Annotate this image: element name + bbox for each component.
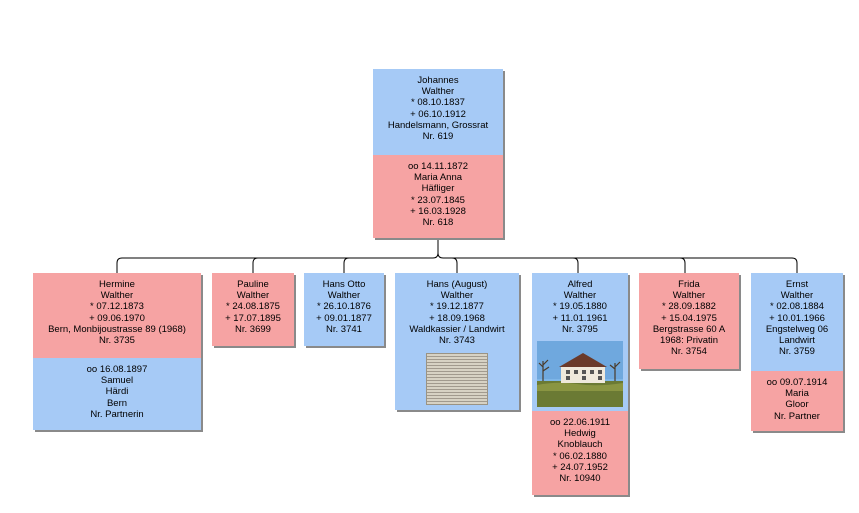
birth-date: * 19.12.1877 — [430, 301, 484, 313]
record-number: Nr. Partnerin — [90, 408, 144, 420]
occupation: Handelsmann, Grossrat — [387, 119, 489, 131]
record-number: Nr. 3735 — [99, 335, 135, 347]
surname: Walther — [672, 290, 706, 302]
given-name: Frida — [678, 279, 700, 290]
child-box-alfred[interactable]: Alfred Walther * 19.05.1880 + 11.01.1961… — [532, 273, 628, 411]
birth-date: * 08.10.1837 — [411, 97, 465, 109]
death-date: + 15.04.1975 — [661, 312, 717, 324]
given-name: Hedwig — [564, 428, 596, 440]
given-name: Pauline — [237, 279, 269, 290]
residence: Bern, Monbijoustrasse 89 (1968) — [48, 323, 186, 335]
birth-date: * 19.05.1880 — [553, 301, 607, 313]
record-number: Nr. 3795 — [562, 323, 598, 335]
birth-date: * 06.02.1880 — [553, 450, 607, 462]
death-date: + 16.03.1928 — [410, 205, 466, 217]
child-connector-7 — [791, 257, 798, 273]
child-box-hans-august[interactable]: Hans (August) Walther * 19.12.1877 + 18.… — [395, 273, 519, 410]
surname: Walther — [327, 290, 361, 302]
child-connector-4 — [451, 257, 458, 273]
surname: Häfliger — [421, 183, 455, 195]
death-date: + 24.07.1952 — [552, 461, 608, 473]
birth-date: * 02.08.1884 — [770, 301, 824, 313]
death-date: + 17.07.1895 — [225, 312, 281, 324]
surname: Knoblauch — [557, 439, 603, 451]
record-number: Nr. 3754 — [671, 346, 707, 358]
child-connector-3 — [343, 257, 350, 273]
death-date: + 18.09.1968 — [429, 312, 485, 324]
surname: Walther — [780, 290, 814, 302]
death-date: + 09.06.1970 — [89, 312, 145, 324]
child-box-frida[interactable]: Frida Walther * 28.09.1882 + 15.04.1975 … — [639, 273, 739, 369]
root-person-box[interactable]: Johannes Walther * 08.10.1837 + 06.10.19… — [373, 69, 503, 155]
surname: Walther — [440, 290, 474, 302]
given-name: Ernst — [785, 279, 809, 290]
record-number: Nr. 3759 — [779, 346, 815, 358]
surname: Walther — [100, 290, 134, 302]
marriage-date: oo 16.08.1897 — [86, 364, 148, 375]
given-name: Samuel — [100, 375, 134, 387]
birth-date: * 24.08.1875 — [226, 301, 280, 313]
record-number: Nr. 10940 — [559, 473, 601, 485]
child-box-pauline[interactable]: Pauline Walther * 24.08.1875 + 17.07.189… — [212, 273, 294, 346]
child-connector-6 — [679, 257, 686, 273]
death-date: + 10.01.1966 — [769, 312, 825, 324]
record-number: Nr. 618 — [422, 217, 454, 229]
occupation: 1968: Privatin — [659, 335, 719, 347]
spouse-box-ernst[interactable]: oo 09.07.1914 Maria Gloor Nr. Partner — [751, 371, 843, 431]
child-connector-1 — [116, 257, 123, 273]
given-name: Hermine — [99, 279, 135, 290]
death-date: + 06.10.1912 — [410, 108, 466, 120]
given-name: Johannes — [417, 75, 459, 86]
given-name: Maria — [785, 388, 809, 400]
child-box-hans-otto[interactable]: Hans Otto Walther * 26.10.1876 + 09.01.1… — [304, 273, 384, 346]
record-number: Nr. Partner — [774, 410, 820, 422]
record-number: Nr. 3699 — [235, 323, 271, 335]
root-connector — [432, 238, 444, 259]
surname: Walther — [421, 86, 455, 98]
surname: Gloor — [785, 399, 809, 411]
given-name: Hans (August) — [426, 279, 488, 290]
birth-date: * 28.09.1882 — [662, 301, 716, 313]
death-date: + 11.01.1961 — [552, 312, 608, 324]
residence: Bergstrasse 60 A — [652, 323, 726, 335]
birth-date: * 23.07.1845 — [411, 194, 465, 206]
given-name: Maria Anna — [413, 172, 463, 184]
residence: Engstelweg 06 — [765, 323, 829, 335]
child-connector-2 — [252, 257, 259, 273]
spouse-box-alfred[interactable]: oo 22.06.1911 Hedwig Knoblauch * 06.02.1… — [532, 411, 628, 495]
child-box-ernst[interactable]: Ernst Walther * 02.08.1884 + 10.01.1966 … — [751, 273, 843, 371]
residence: Bern — [106, 397, 128, 409]
surname: Walther — [236, 290, 270, 302]
marriage-date: oo 22.06.1911 — [549, 417, 611, 428]
marriage-date: oo 09.07.1914 — [766, 377, 828, 388]
occupation: Landwirt — [779, 335, 815, 347]
spouse-box-hermine[interactable]: oo 16.08.1897 Samuel Härdi Bern Nr. Part… — [33, 358, 201, 430]
farmhouse-photo[interactable] — [537, 341, 623, 407]
death-date: + 09.01.1877 — [316, 312, 372, 324]
given-name: Hans Otto — [322, 279, 366, 290]
record-number: Nr. 3743 — [439, 335, 475, 347]
farmhouse-photo-drawing — [537, 341, 623, 407]
record-number: Nr. 619 — [422, 131, 454, 143]
surname: Härdi — [105, 386, 129, 398]
child-connector-5 — [572, 257, 579, 273]
birth-date: * 26.10.1876 — [317, 301, 371, 313]
birth-date: * 07.12.1873 — [90, 301, 144, 313]
marriage-date: oo 14.11.1872 — [407, 161, 469, 172]
surname: Walther — [563, 290, 597, 302]
document-scan-image[interactable] — [426, 353, 488, 405]
child-box-hermine[interactable]: Hermine Walther * 07.12.1873 + 09.06.197… — [33, 273, 201, 358]
occupation: Waldkassier / Landwirt — [409, 323, 505, 335]
given-name: Alfred — [567, 279, 593, 290]
record-number: Nr. 3741 — [326, 323, 362, 335]
root-spouse-box[interactable]: oo 14.11.1872 Maria Anna Häfliger * 23.0… — [373, 155, 503, 238]
